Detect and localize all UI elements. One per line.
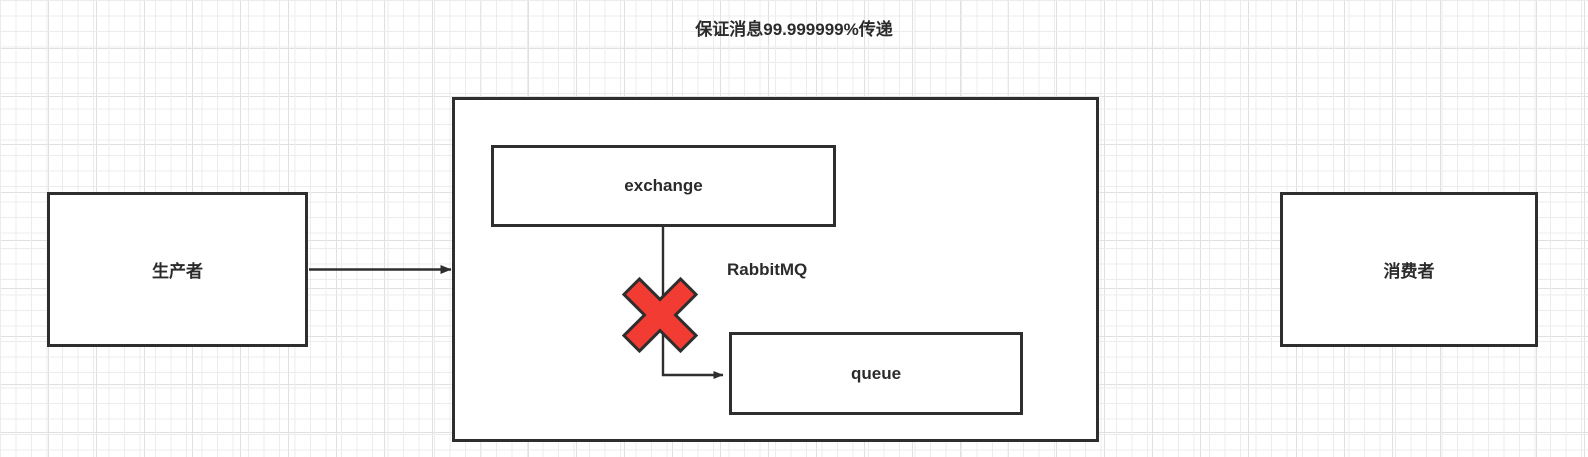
node-producer[interactable]: 生产者	[47, 192, 308, 347]
node-producer-label: 生产者	[152, 262, 203, 281]
node-exchange-label: exchange	[624, 176, 703, 195]
node-rabbitmq-label: RabbitMQ	[727, 260, 808, 279]
node-consumer[interactable]: 消费者	[1280, 192, 1538, 347]
edge-exchange-to-queue[interactable]	[661, 227, 724, 379]
cross-icon	[621, 276, 699, 354]
node-queue-label: queue	[850, 363, 902, 383]
node-rabbitmq-container[interactable]: RabbitMQ exchange queue	[452, 97, 1099, 442]
node-exchange[interactable]: exchange	[491, 145, 836, 227]
node-consumer-label: 消费者	[1383, 262, 1435, 281]
page-title: 保证消息99.999999%传递	[695, 20, 893, 39]
node-queue[interactable]: queue	[729, 332, 1023, 415]
